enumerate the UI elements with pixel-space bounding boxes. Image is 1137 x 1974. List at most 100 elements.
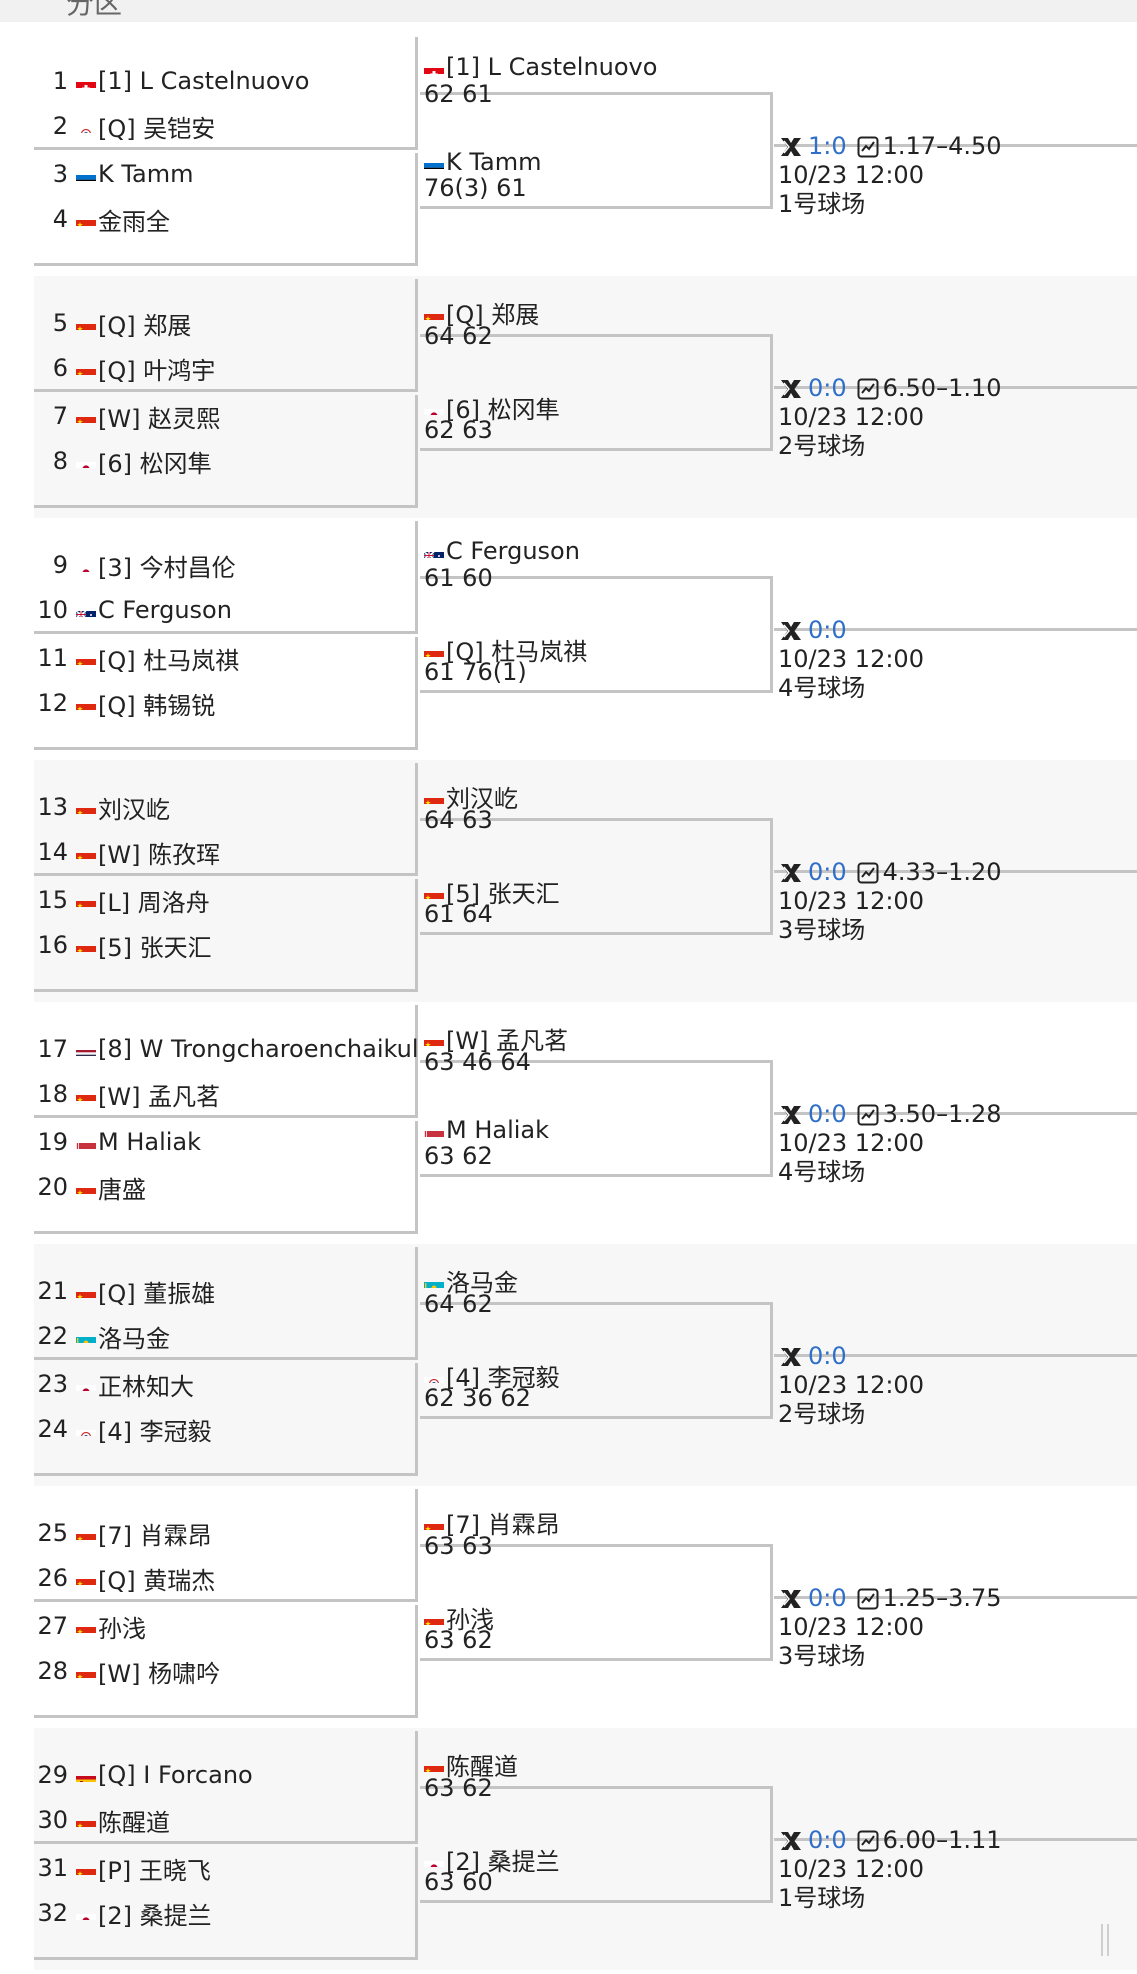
player-row[interactable]: 22 洛马金: [34, 1316, 170, 1356]
head-to-head-record[interactable]: 1:0: [808, 132, 847, 160]
head-to-head-icon[interactable]: [778, 1342, 804, 1371]
country-flag-icon: [76, 454, 96, 468]
head-to-head-record[interactable]: 0:0: [808, 858, 847, 886]
advancing-player[interactable]: 孙浅: [424, 1600, 494, 1635]
advancing-player[interactable]: M Haliak: [424, 1116, 549, 1144]
player-row[interactable]: 6[Q] 叶鸿宇: [34, 348, 216, 388]
head-to-head-record[interactable]: 0:0: [808, 374, 847, 402]
player-row[interactable]: 15[L] 周洛舟: [34, 880, 209, 920]
odds-chart-icon[interactable]: [857, 1100, 879, 1129]
player-row[interactable]: 17[8] W Trongcharoenchaikul: [34, 1029, 418, 1069]
player-name: 孙浅: [98, 1614, 146, 1643]
odds-chart-icon[interactable]: [857, 858, 879, 887]
player-row[interactable]: 25[7] 肖霖昂: [34, 1513, 211, 1553]
head-to-head-record[interactable]: 0:0: [808, 1342, 847, 1370]
advancing-player[interactable]: 刘汉屹: [424, 779, 518, 814]
head-to-head-icon[interactable]: [778, 616, 804, 645]
player-row[interactable]: 26[Q] 黄瑞杰: [34, 1558, 215, 1598]
head-to-head-icon[interactable]: [778, 1100, 804, 1129]
player-row[interactable]: 12[Q] 韩锡锐: [34, 683, 215, 723]
advancing-player-name: C Ferguson: [446, 537, 580, 565]
advancing-player[interactable]: [W] 孟凡茗: [424, 1021, 568, 1056]
advancing-player[interactable]: [1] L Castelnuovo: [424, 53, 657, 81]
player-row[interactable]: 14[W] 陈孜珲: [34, 832, 220, 872]
draw-position: 15: [37, 886, 68, 914]
scroll-indicator[interactable]: [1098, 1920, 1112, 1960]
betting-odds: 3.50–1.28: [882, 1100, 1002, 1128]
advancing-player[interactable]: [7] 肖霖昂: [424, 1505, 560, 1540]
draw-position: 21: [37, 1277, 68, 1305]
player-row[interactable]: 32[2] 桑提兰: [34, 1893, 211, 1933]
head-to-head-record[interactable]: 0:0: [808, 1584, 847, 1612]
player-row[interactable]: 5[Q] 郑展: [34, 303, 192, 343]
odds-chart-icon[interactable]: [857, 132, 879, 161]
player-row[interactable]: 18[W] 孟凡茗: [34, 1074, 220, 1114]
advancing-player[interactable]: [5] 张天汇: [424, 874, 560, 909]
advancing-player[interactable]: [4] 李冠毅: [424, 1358, 560, 1393]
head-to-head-icon[interactable]: [778, 1826, 804, 1855]
draw-position: 10: [37, 596, 68, 624]
advancing-player[interactable]: [Q] 杜马岚祺: [424, 632, 587, 667]
player-row[interactable]: 31[P] 王晓飞: [34, 1848, 210, 1888]
player-row[interactable]: 28[W] 杨啸吟: [34, 1651, 220, 1691]
odds-chart-icon[interactable]: [857, 1826, 879, 1855]
head-to-head-icon[interactable]: [778, 858, 804, 887]
odds-chart-icon[interactable]: [857, 1584, 879, 1613]
court-name: 4号球场: [778, 674, 866, 702]
advancing-player[interactable]: [6] 松冈隼: [424, 390, 560, 425]
player-row[interactable]: 29[Q] I Forcano: [34, 1755, 252, 1795]
player-row[interactable]: 11[Q] 杜马岚祺: [34, 638, 239, 678]
player-row[interactable]: 13 刘汉屹: [34, 787, 170, 827]
player-row[interactable]: 30 陈醒道: [34, 1800, 170, 1840]
head-to-head-icon[interactable]: [778, 1584, 804, 1613]
draw-position: 7: [52, 402, 68, 430]
player-row[interactable]: 10 C Ferguson: [34, 590, 231, 630]
advancing-player[interactable]: C Ferguson: [424, 537, 580, 565]
player-row[interactable]: 3 K Tamm: [34, 154, 194, 194]
player-row[interactable]: 2[Q] 吴铠安: [34, 106, 216, 146]
player-row[interactable]: 16[5] 张天汇: [34, 925, 211, 965]
player-row[interactable]: 21[Q] 董振雄: [34, 1271, 215, 1311]
odds-chart-icon[interactable]: [857, 374, 879, 403]
draw-position: 2: [52, 112, 68, 140]
round3-line: [774, 1354, 1137, 1357]
court-name: 2号球场: [778, 1400, 866, 1428]
match-score: 64 62: [424, 1290, 493, 1318]
advancing-player[interactable]: 洛马金: [424, 1263, 518, 1298]
player-row[interactable]: 9[3] 今村昌伦: [34, 545, 236, 585]
match-box: [34, 637, 418, 750]
player-row[interactable]: 20 唐盛: [34, 1167, 146, 1207]
match-score: 61 64: [424, 900, 493, 928]
advancing-player[interactable]: [Q] 郑展: [424, 295, 539, 330]
head-to-head-icon[interactable]: [778, 374, 804, 403]
player-row[interactable]: 1[1] L Castelnuovo: [34, 61, 310, 101]
head-to-head-icon[interactable]: [778, 132, 804, 161]
player-row[interactable]: 23 正林知大: [34, 1364, 194, 1404]
draw-position: 24: [37, 1415, 68, 1443]
round2-box: [420, 92, 773, 209]
head-to-head-record[interactable]: 0:0: [808, 1826, 847, 1854]
round2-box: [420, 1786, 773, 1903]
advancing-player[interactable]: [2] 桑提兰: [424, 1842, 560, 1877]
player-row[interactable]: 24[4] 李冠毅: [34, 1409, 211, 1449]
court-name: 1号球场: [778, 1884, 866, 1912]
country-flag-icon: [76, 845, 96, 859]
advancing-player[interactable]: K Tamm: [424, 148, 542, 176]
player-row[interactable]: 27 孙浅: [34, 1606, 146, 1646]
player-row[interactable]: 7[W] 赵灵熙: [34, 396, 220, 436]
match-box: [34, 1247, 418, 1360]
player-row[interactable]: 8[6] 松冈隼: [34, 441, 212, 481]
head-to-head-record[interactable]: 0:0: [808, 616, 847, 644]
head-to-head-record[interactable]: 0:0: [808, 1100, 847, 1128]
player-row[interactable]: 4 金雨全: [34, 199, 170, 239]
player-row[interactable]: 19 M Haliak: [34, 1122, 201, 1162]
advancing-player[interactable]: 陈醒道: [424, 1747, 518, 1782]
